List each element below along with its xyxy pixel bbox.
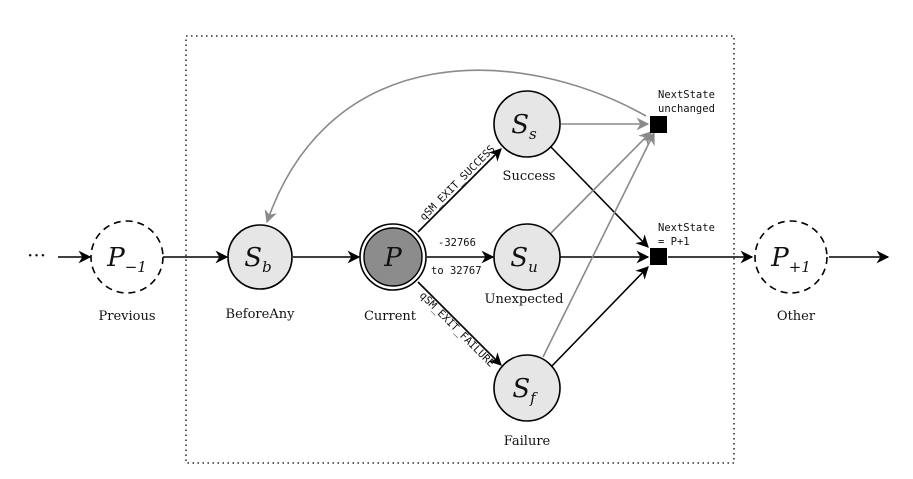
edge-failure-to-next xyxy=(549,266,649,369)
caption-failure: Failure xyxy=(504,434,551,449)
junction-next xyxy=(650,248,667,265)
edge-current-to-failure xyxy=(417,281,502,366)
node-before-any-label: Sb xyxy=(244,243,271,276)
node-success: Ss xyxy=(493,90,561,158)
edge-label-exit-success: qSM_EXIT_SUCCESS xyxy=(418,143,498,223)
junction-next-label-2: = P+1 xyxy=(658,236,690,248)
state-boundary-box xyxy=(185,35,735,464)
caption-current: Current xyxy=(364,309,417,324)
edge-success-to-next xyxy=(549,145,649,248)
caption-unexpected: Unexpected xyxy=(485,292,564,307)
node-current: P xyxy=(359,223,427,291)
node-previous: P−1 xyxy=(90,220,164,294)
node-unexpected: Su xyxy=(493,223,561,291)
node-before-any: Sb xyxy=(227,224,293,290)
caption-previous: Previous xyxy=(98,309,155,324)
caption-before-any: BeforeAny xyxy=(226,307,296,322)
caption-success: Success xyxy=(503,169,556,184)
edge-failure-to-unchanged xyxy=(542,131,655,358)
caption-other: Other xyxy=(777,309,816,324)
edge-unexpected-to-unchanged xyxy=(549,131,652,235)
ellipsis: ··· xyxy=(27,243,46,267)
junction-unchanged xyxy=(650,116,667,133)
node-unexpected-label: Su xyxy=(510,243,537,276)
node-success-label: Ss xyxy=(511,110,537,143)
edge-label-unexpected-top: -32766 xyxy=(438,237,476,249)
junction-unchanged-label-2: unchanged xyxy=(658,103,715,115)
node-failure: Sf xyxy=(493,354,561,422)
edge-unchanged-to-before-loop xyxy=(264,69,647,224)
node-other: P+1 xyxy=(754,220,828,294)
node-current-label: P xyxy=(383,243,402,273)
edge-label-unexpected-bottom: to 32767 xyxy=(431,265,482,277)
node-other-label: P+1 xyxy=(770,243,811,276)
junction-next-label-1: NextState xyxy=(658,222,715,234)
edge-current-to-success xyxy=(417,148,502,233)
node-previous-label: P−1 xyxy=(106,243,147,276)
node-failure-label: Sf xyxy=(512,374,538,407)
junction-unchanged-label-1: NextState xyxy=(658,89,715,101)
